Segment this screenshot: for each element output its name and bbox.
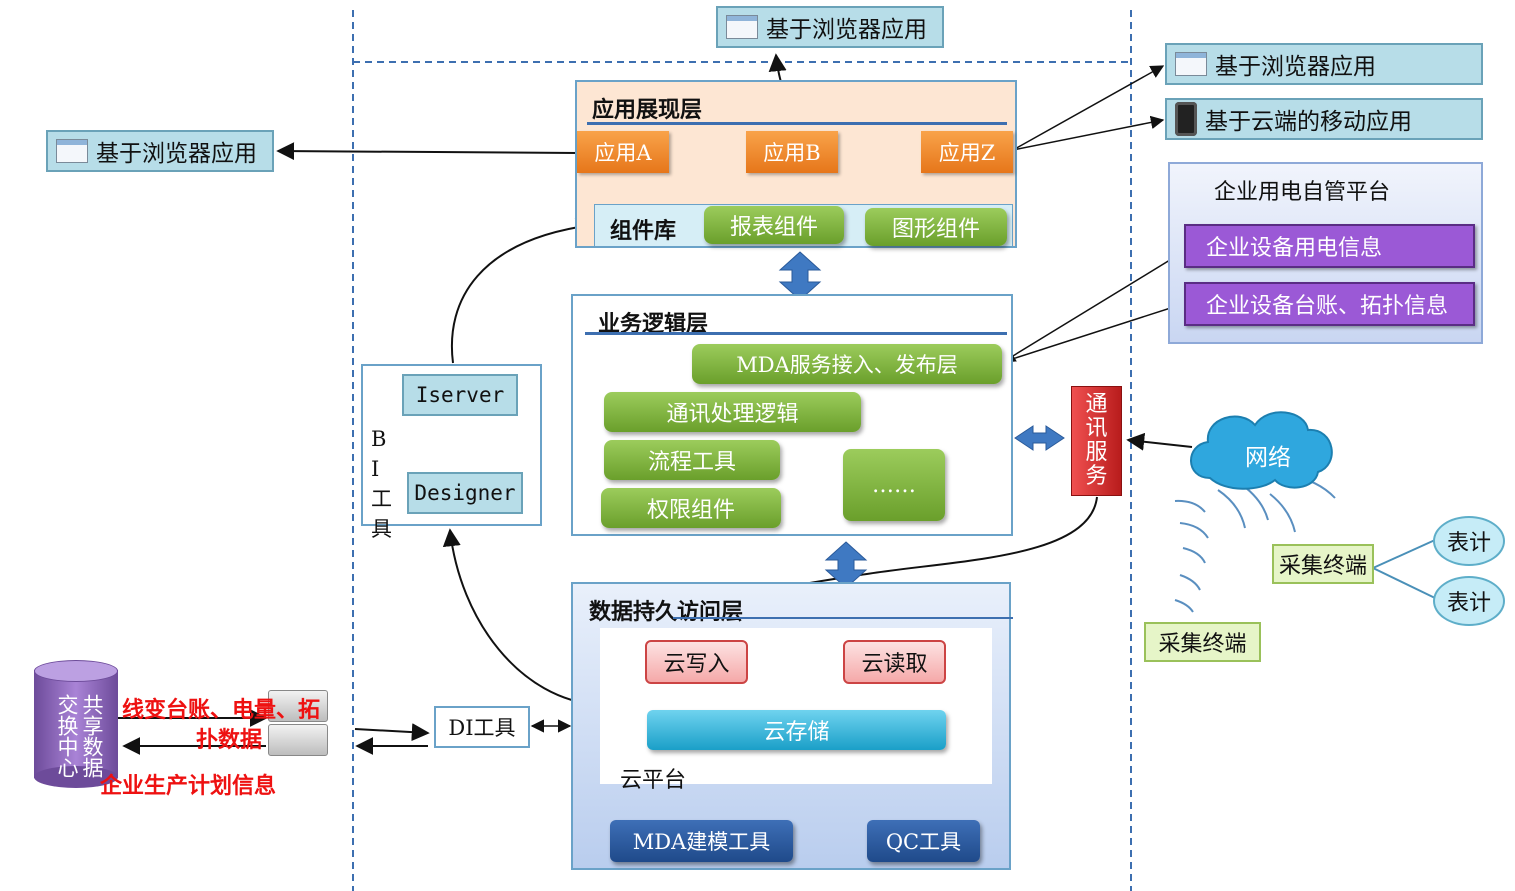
arrow-mda-device-power (1001, 251, 1185, 363)
mda-service-button[interactable]: MDA服务接入、发布层 (692, 344, 1002, 384)
report-component-button[interactable]: 报表组件 (704, 206, 844, 244)
network-cloud-icon (1190, 411, 1333, 490)
title-rule (585, 332, 1007, 335)
arrow-to-di (354, 723, 430, 742)
arrow-appA-browser (276, 142, 579, 161)
title-rule (587, 122, 1007, 125)
device-ledger-info-button[interactable]: 企业设备台账、拓扑信息 (1184, 282, 1475, 326)
line-collector-meter1 (1372, 539, 1436, 569)
left-browser-app: 基于浏览器应用 (46, 130, 274, 172)
right-browser-label: 基于浏览器应用 (1215, 54, 1376, 80)
network-label: 网络 (1245, 445, 1291, 471)
comm-logic-button[interactable]: 通讯处理逻辑 (604, 392, 861, 432)
line-mda-device-ledger (1002, 303, 1184, 363)
arrow-appZ-mobile (1012, 115, 1165, 151)
app-z-button[interactable]: 应用Z (921, 131, 1013, 173)
shared-center-label: 共享数据交换中心 (55, 694, 104, 778)
cloud-platform-label: 云平台 (620, 768, 687, 793)
presentation-layer-title: 应用展现层 (592, 97, 703, 123)
meter-1[interactable]: 表计 (1433, 516, 1505, 566)
di-tool-box[interactable]: DI工具 (434, 706, 530, 748)
cloud-storage-bar[interactable]: 云存储 (647, 710, 946, 750)
component-library-label: 组件库 (610, 218, 677, 244)
app-b-button[interactable]: 应用B (746, 131, 838, 173)
bi-tools-label: BI工具 (371, 427, 392, 541)
top-browser-label: 基于浏览器应用 (766, 17, 927, 43)
mobile-phone-icon (1175, 102, 1197, 136)
double-arrow-icon (778, 251, 822, 301)
app-a-button[interactable]: 应用A (577, 131, 669, 173)
browser-window-icon (1175, 52, 1207, 76)
comm-service-label: 通讯服务 (1085, 392, 1108, 489)
top-browser-app: 基于浏览器应用 (716, 6, 944, 48)
cloud-read-button[interactable]: 云读取 (843, 640, 946, 684)
iserver-box[interactable]: Iserver (402, 374, 518, 416)
title-rule (673, 617, 1013, 619)
comm-service-box[interactable]: 通讯服务 (1071, 386, 1122, 496)
meter-2[interactable]: 表计 (1433, 576, 1505, 626)
enterprise-platform-title: 企业用电自管平台 (1214, 180, 1391, 205)
arrow-appZ-browser (1012, 65, 1165, 151)
flow-tool-button[interactable]: 流程工具 (604, 440, 780, 480)
device-power-info-button[interactable]: 企业设备用电信息 (1184, 224, 1475, 268)
collector-terminal-1[interactable]: 采集终端 (1272, 544, 1374, 584)
designer-box[interactable]: Designer (407, 472, 523, 514)
arrow-network-comm (1126, 432, 1193, 451)
qc-tool-button[interactable]: QC工具 (867, 820, 980, 862)
red-label-line3: 企业生产计划信息 (100, 773, 277, 799)
right-browser-app: 基于浏览器应用 (1165, 43, 1483, 85)
left-browser-label: 基于浏览器应用 (96, 141, 257, 167)
red-label-line1: 线变台账、电量、拓 (122, 697, 321, 723)
line-collector-meter2 (1372, 567, 1436, 599)
right-mobile-label: 基于云端的移动应用 (1205, 109, 1412, 135)
chart-component-button[interactable]: 图形组件 (865, 208, 1007, 246)
shared-data-center-cylinder: 共享数据交换中心 (34, 660, 118, 788)
browser-window-icon (726, 15, 758, 39)
arrow-data-designer (442, 528, 601, 706)
server-icon (268, 690, 328, 760)
more-button[interactable]: …… (843, 449, 945, 521)
arrow-bi-complib (451, 218, 594, 364)
collector-terminal-2[interactable]: 采集终端 (1144, 622, 1261, 662)
cloud-write-button[interactable]: 云写入 (645, 640, 748, 684)
red-label-line2: 扑数据 (196, 727, 263, 753)
browser-window-icon (56, 139, 88, 163)
horizontal-double-arrow-icon (1014, 425, 1065, 451)
wireless-waves-icon (1174, 474, 1336, 613)
right-mobile-app: 基于云端的移动应用 (1165, 98, 1483, 140)
data-layer-title: 数据持久访问层 (589, 599, 744, 625)
permission-button[interactable]: 权限组件 (601, 488, 781, 528)
mda-modeling-button[interactable]: MDA建模工具 (610, 820, 793, 862)
